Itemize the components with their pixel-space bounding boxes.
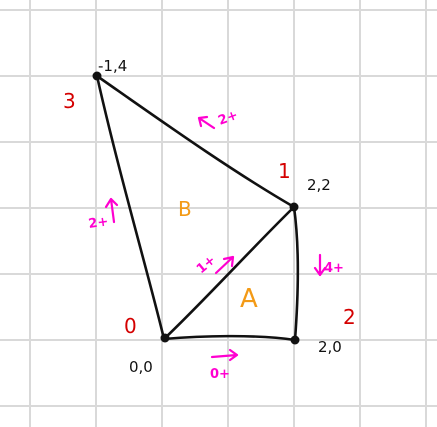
index-label-v2: 2 [343,305,356,329]
arrow-edge-v3-v1 [197,115,216,130]
region-label-B: B [178,197,192,221]
arrow-edge-v0-v3 [104,197,119,224]
index-label-v0: 0 [124,314,137,338]
coord-label-v1: 2,2 [307,176,331,194]
edge-annotation-v1-v2: 4+ [324,261,344,276]
region-label-A: A [240,284,258,314]
arrow-edge-v1-v2 [313,253,327,277]
index-label-v1: 1 [278,159,291,183]
coord-label-v3: -1,4 [98,57,127,75]
edge-v0-v2 [162,334,297,342]
edge-v0-v3 [95,74,166,341]
edge-v1-v2 [292,205,300,342]
edge-annotation-v0-v2: 0+ [210,367,230,382]
vertex-v1 [289,202,299,212]
vertex-v3 [92,71,102,81]
edge-annotations: 2+ 2+ 1+ 4+ 0+ [87,108,343,382]
coord-label-v0: 0,0 [129,358,153,376]
vertices [92,71,300,345]
edge-v3-v1 [95,74,296,209]
region-labels: A B [178,197,258,314]
coordinate-labels: -1,4 2,2 2,0 0,0 [98,57,342,376]
edge-annotation-v3-v1: 2+ [216,108,240,129]
index-label-v3: 3 [63,89,76,113]
vertex-index-labels: 3 1 2 0 [63,89,356,338]
coord-label-v2: 2,0 [318,338,342,356]
edge-v0-v1 [162,205,296,341]
vertex-v0 [160,333,170,343]
arrow-edge-v0-v2 [210,348,239,362]
arrow-edge-v0-v1 [214,255,235,275]
edges [95,74,300,342]
arrows [104,115,327,362]
edge-annotation-v0-v3: 2+ [87,214,109,232]
vertex-v2 [290,335,300,345]
